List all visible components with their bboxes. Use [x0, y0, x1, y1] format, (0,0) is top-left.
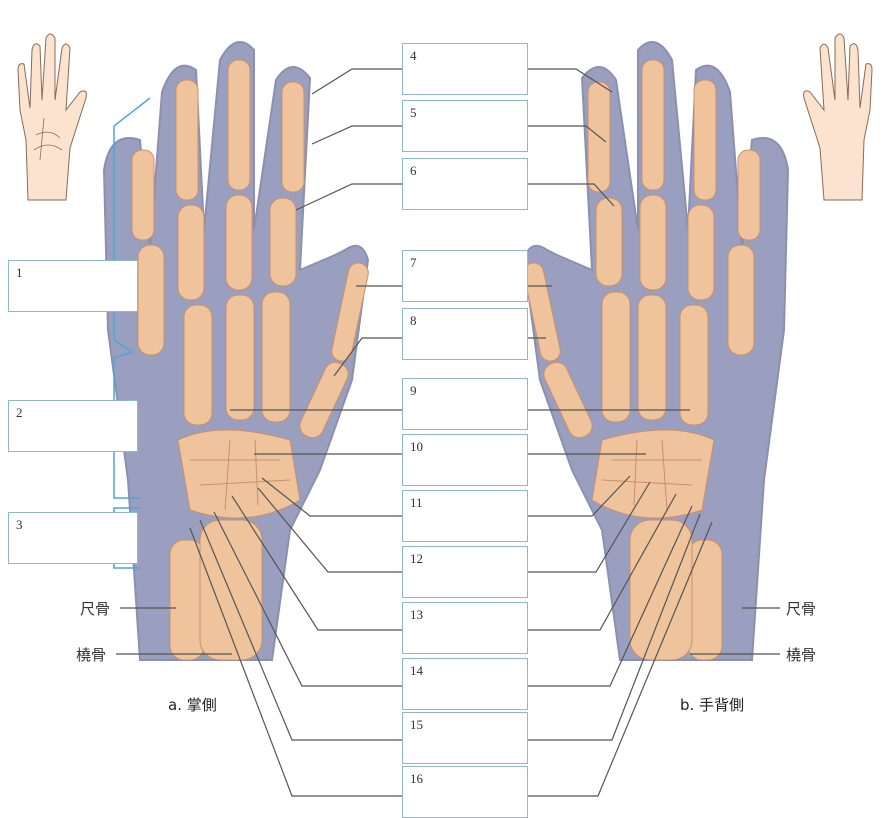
answer-box-number: 9	[410, 383, 417, 399]
answer-box-5[interactable]: 5	[402, 100, 528, 152]
answer-box-8[interactable]: 8	[402, 308, 528, 360]
back-of-hand-reference-icon	[804, 34, 872, 200]
answer-box-number: 15	[410, 717, 423, 733]
answer-box-7[interactable]: 7	[402, 250, 528, 302]
answer-box-10[interactable]: 10	[402, 434, 528, 486]
answer-box-2[interactable]: 2	[8, 400, 138, 452]
palm-reference-icon	[18, 34, 86, 200]
answer-box-13[interactable]: 13	[402, 602, 528, 654]
answer-box-12[interactable]: 12	[402, 546, 528, 598]
answer-box-number: 10	[410, 439, 423, 455]
answer-box-number: 2	[16, 405, 23, 421]
dorsal-hand-illustration	[522, 42, 788, 660]
caption-palmar: a. 掌側	[168, 694, 217, 715]
answer-box-16[interactable]: 16	[402, 766, 528, 818]
answer-box-number: 6	[410, 163, 417, 179]
answer-box-number: 4	[410, 48, 417, 64]
answer-box-number: 7	[410, 255, 417, 271]
answer-box-number: 3	[16, 517, 23, 533]
palmar-hand-illustration	[104, 42, 370, 660]
answer-box-9[interactable]: 9	[402, 378, 528, 430]
label-ulna-left: 尺骨	[80, 598, 110, 619]
answer-box-number: 14	[410, 663, 423, 679]
caption-dorsal: b. 手背側	[680, 694, 744, 715]
answer-box-number: 16	[410, 771, 423, 787]
answer-box-3[interactable]: 3	[8, 512, 138, 564]
answer-box-number: 13	[410, 607, 423, 623]
answer-box-1[interactable]: 1	[8, 260, 138, 312]
label-ulna-right: 尺骨	[786, 598, 816, 619]
answer-box-11[interactable]: 11	[402, 490, 528, 542]
answer-box-14[interactable]: 14	[402, 658, 528, 710]
answer-box-number: 12	[410, 551, 423, 567]
answer-box-number: 5	[410, 105, 417, 121]
answer-box-6[interactable]: 6	[402, 158, 528, 210]
answer-box-number: 8	[410, 313, 417, 329]
answer-box-15[interactable]: 15	[402, 712, 528, 764]
label-radius-right: 橈骨	[786, 644, 816, 665]
answer-box-number: 1	[16, 265, 23, 281]
label-radius-left: 橈骨	[76, 644, 106, 665]
answer-box-4[interactable]: 4	[402, 43, 528, 95]
answer-box-number: 11	[410, 495, 423, 511]
